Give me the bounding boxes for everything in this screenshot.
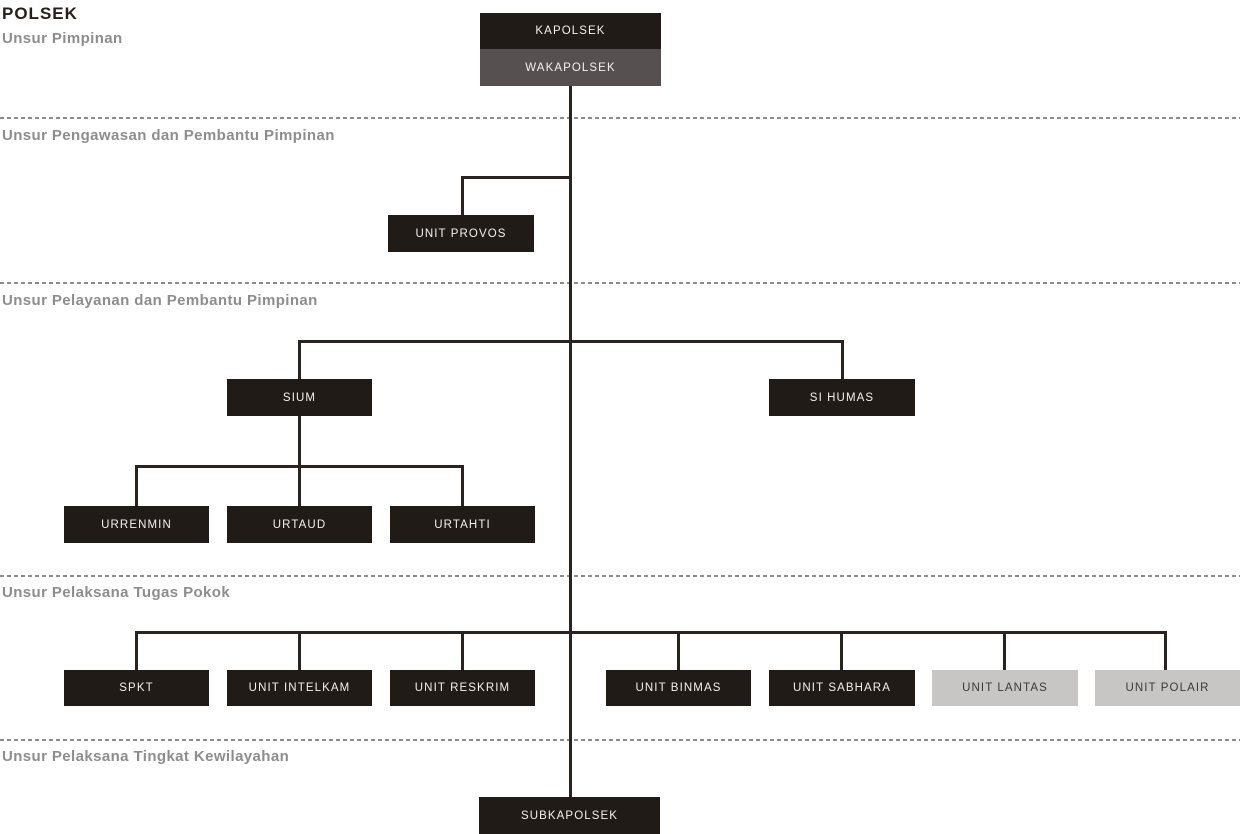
node-unit-sabhara: UNIT SABHARA <box>769 670 915 706</box>
section-label-kewilayahan: Unsur Pelaksana Tingkat Kewilayahan <box>2 748 290 765</box>
node-si-humas: SI HUMAS <box>769 379 915 416</box>
section-label-pelayanan: Unsur Pelayanan dan Pembantu Pimpinan <box>2 292 318 309</box>
connector-provos-horizontal <box>461 176 572 179</box>
connector-pokok-horizontal <box>135 631 1167 634</box>
node-unit-binmas: UNIT BINMAS <box>606 670 751 706</box>
connector-lantas-drop <box>1003 631 1006 670</box>
node-unit-lantas: UNIT LANTAS <box>932 670 1078 706</box>
node-urtaud: URTAUD <box>227 506 372 543</box>
section-label-pelaksana-pokok: Unsur Pelaksana Tugas Pokok <box>2 584 231 601</box>
connector-urtaud-drop <box>298 465 301 506</box>
node-wakapolsek: WAKAPOLSEK <box>480 49 661 86</box>
connector-intelkam-drop <box>298 631 301 670</box>
connector-sium-stem <box>298 416 301 467</box>
section-divider <box>0 117 1240 119</box>
node-sium: SIUM <box>227 379 372 416</box>
connector-urrenmin-drop <box>135 465 138 506</box>
section-divider <box>0 282 1240 284</box>
connector-reskrim-drop <box>461 631 464 670</box>
section-label-pimpinan: Unsur Pimpinan <box>2 30 123 47</box>
connector-provos-drop <box>461 176 464 215</box>
node-unit-reskrim: UNIT RESKRIM <box>390 670 535 706</box>
page-title: POLSEK <box>2 4 78 23</box>
node-urrenmin: URRENMIN <box>64 506 209 543</box>
node-spkt: SPKT <box>64 670 209 706</box>
section-divider <box>0 739 1240 741</box>
node-unit-polair: UNIT POLAIR <box>1095 670 1240 706</box>
node-unit-provos: UNIT PROVOS <box>388 215 534 252</box>
connector-sihumas-drop <box>841 340 844 379</box>
node-unit-intelkam: UNIT INTELKAM <box>227 670 372 706</box>
connector-pelayanan-horizontal <box>298 340 844 343</box>
connector-urtahti-drop <box>461 465 464 506</box>
connector-spkt-drop <box>135 631 138 670</box>
connector-polair-drop <box>1164 631 1167 670</box>
section-divider <box>0 575 1240 577</box>
node-kapolsek: KAPOLSEK <box>480 13 661 49</box>
node-urtahti: URTAHTI <box>390 506 535 543</box>
section-label-pengawasan: Unsur Pengawasan dan Pembantu Pimpinan <box>2 127 335 144</box>
connector-sabhara-drop <box>840 631 843 670</box>
node-subkapolsek: SUBKAPOLSEK <box>479 797 660 834</box>
connector-trunk-line <box>569 86 572 797</box>
connector-sium-drop <box>298 340 301 379</box>
connector-binmas-drop <box>677 631 680 670</box>
